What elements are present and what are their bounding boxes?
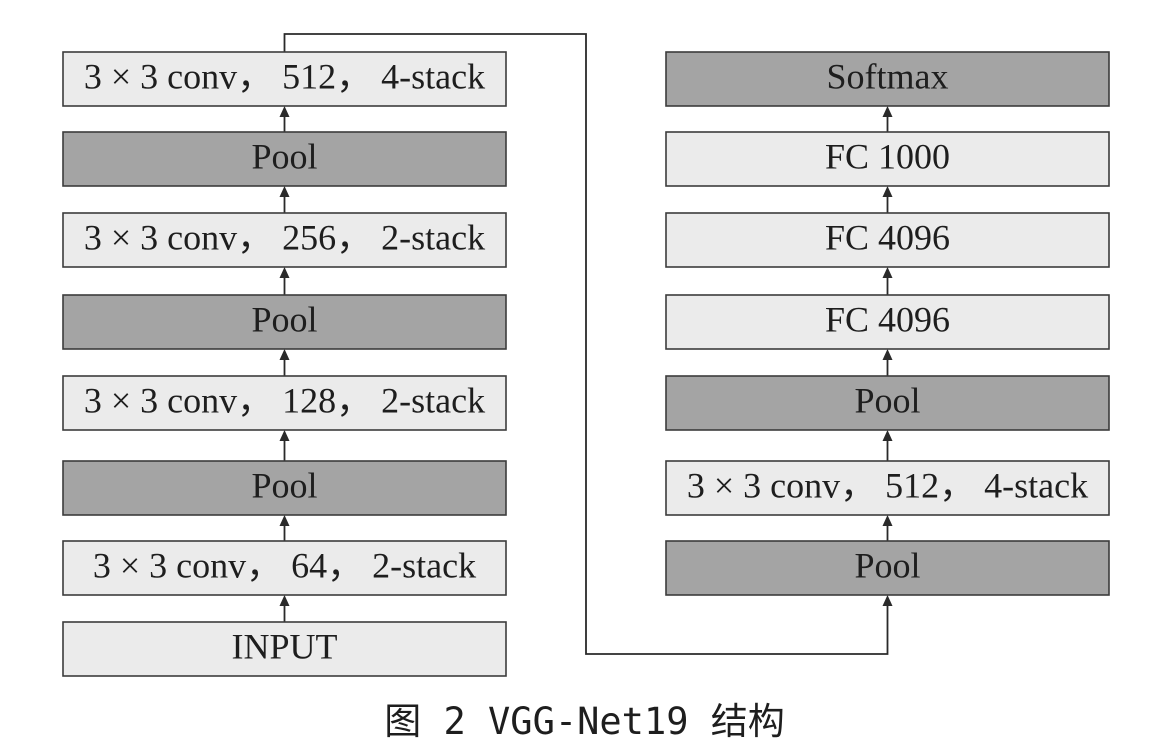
cross-column-connector — [283, 33, 889, 655]
right-block-label-2: FC 4096 — [825, 217, 950, 257]
right-arrow-4-arrowhead — [882, 430, 893, 441]
left-arrow-4-arrowhead — [279, 430, 290, 441]
right-block-3 — [665, 294, 1110, 350]
right-arrow-0-arrowhead — [882, 106, 893, 117]
left-arrow-5-arrowhead — [279, 515, 290, 526]
right-block-label-1: FC 1000 — [825, 136, 950, 176]
left-block-label-6: 3 × 3 conv， 64， 2-stack — [93, 545, 476, 585]
left-block-3 — [62, 294, 507, 350]
left-block-1 — [62, 131, 507, 187]
left-block-label-3: Pool — [251, 299, 317, 339]
right-arrow-1-arrowhead — [882, 186, 893, 197]
left-block-label-1: Pool — [251, 136, 317, 176]
right-arrow-5-arrowhead — [882, 515, 893, 526]
left-arrow-0-arrowhead — [279, 106, 290, 117]
left-block-2 — [62, 212, 507, 268]
left-block-0 — [62, 51, 507, 107]
left-block-label-4: 3 × 3 conv， 128， 2-stack — [84, 380, 485, 420]
right-block-2 — [665, 212, 1110, 268]
left-block-label-5: Pool — [251, 465, 317, 505]
right-block-label-5: 3 × 3 conv， 512， 4-stack — [687, 465, 1088, 505]
right-block-5 — [665, 460, 1110, 516]
left-arrow-2-arrowhead — [279, 267, 290, 278]
right-arrow-3-arrowhead — [882, 349, 893, 360]
left-arrow-3-arrowhead — [279, 349, 290, 360]
left-block-5 — [62, 460, 507, 516]
right-block-4 — [665, 375, 1110, 431]
right-block-0 — [665, 51, 1110, 107]
connectors — [279, 33, 893, 655]
left-block-6 — [62, 540, 507, 596]
right-block-label-6: Pool — [854, 545, 920, 585]
right-block-label-3: FC 4096 — [825, 299, 950, 339]
left-block-label-2: 3 × 3 conv， 256， 2-stack — [84, 217, 485, 257]
right-block-6 — [665, 540, 1110, 596]
left-block-4 — [62, 375, 507, 431]
figure-caption: 图 2 VGG-Net19 结构 — [384, 700, 785, 743]
left-arrow-1-arrowhead — [279, 186, 290, 197]
cross-column-arrowhead — [882, 595, 893, 606]
right-block-label-0: Softmax — [827, 56, 949, 96]
left-arrow-6-arrowhead — [279, 595, 290, 606]
right-arrow-2-arrowhead — [882, 267, 893, 278]
right-block-label-4: Pool — [854, 380, 920, 420]
left-block-7 — [62, 621, 507, 677]
right-block-1 — [665, 131, 1110, 187]
left-block-label-7: INPUT — [232, 626, 338, 666]
left-block-label-0: 3 × 3 conv， 512， 4-stack — [84, 56, 485, 96]
